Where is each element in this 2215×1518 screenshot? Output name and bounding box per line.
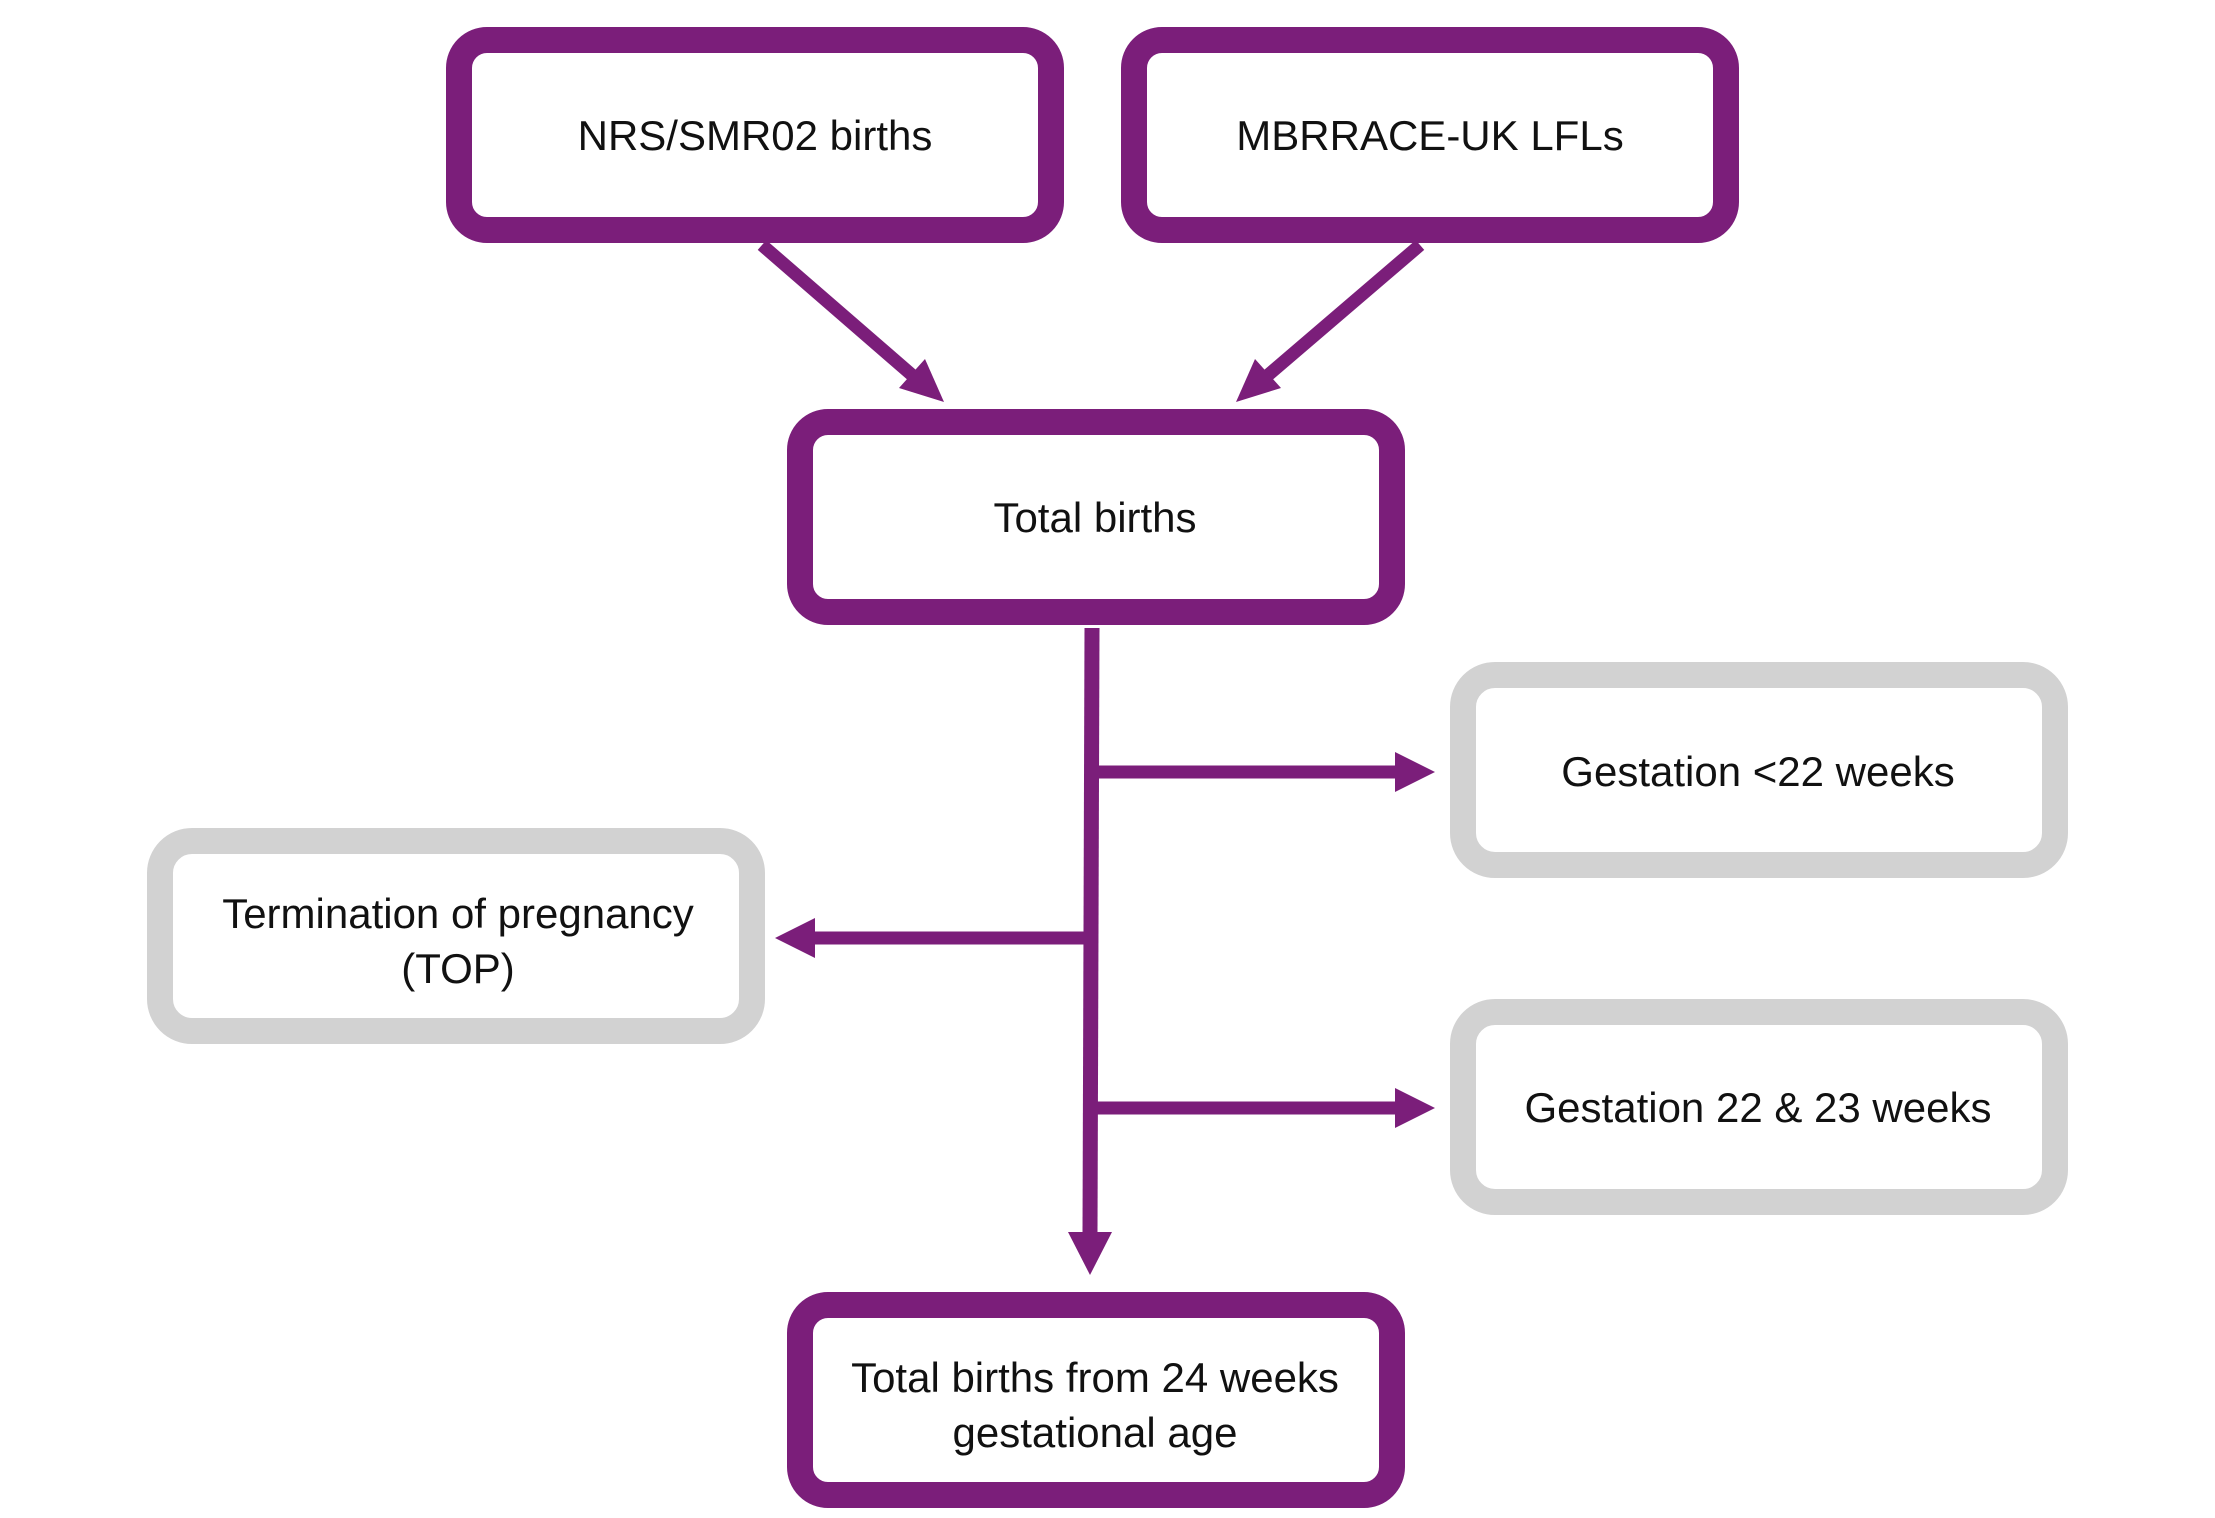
node-termination-label-line2: (TOP) [401, 945, 515, 992]
node-gestation-22-23-label: Gestation 22 & 23 weeks [1525, 1084, 1992, 1131]
arrowhead-termination [775, 918, 815, 958]
node-termination: Termination of pregnancy (TOP) [147, 828, 765, 1044]
connectors [757, 240, 1435, 1275]
node-total-births-label: Total births [993, 494, 1196, 541]
node-nrs-births: NRS/SMR02 births [446, 27, 1064, 243]
trunk-line [1082, 627, 1100, 1233]
node-mbrrace-lfls-box [1121, 27, 1739, 243]
node-nrs-births-label: NRS/SMR02 births [578, 112, 933, 159]
node-total-births-box [787, 409, 1405, 625]
arrowhead-nrs-to-total [899, 359, 944, 402]
node-gestation-under-22-box [1450, 662, 2068, 878]
node-births-from-24: Total births from 24 weeks gestational a… [787, 1292, 1405, 1508]
arrow-nrs-to-total [757, 240, 925, 387]
node-gestation-under-22: Gestation <22 weeks [1450, 662, 2068, 878]
node-gestation-under-22-label: Gestation <22 weeks [1561, 748, 1954, 795]
node-nrs-births-box [446, 27, 1064, 243]
node-births-from-24-label-line1: Total births from 24 weeks [851, 1354, 1339, 1401]
node-termination-label-line1: Termination of pregnancy [222, 890, 694, 937]
arrow-mbrrace-to-total [1255, 240, 1425, 387]
node-gestation-22-23-box [1450, 999, 2068, 1215]
arrowhead-mbrrace-to-total [1236, 359, 1281, 402]
node-births-from-24-label-line2: gestational age [953, 1409, 1238, 1456]
node-gestation-22-23: Gestation 22 & 23 weeks [1450, 999, 2068, 1215]
arrowhead-gestation-22-23 [1395, 1088, 1435, 1128]
node-total-births: Total births [787, 409, 1405, 625]
node-mbrrace-lfls-label: MBRRACE-UK LFLs [1236, 112, 1623, 159]
arrowhead-to-final [1068, 1232, 1112, 1275]
node-births-from-24-box [787, 1292, 1405, 1508]
node-termination-box [147, 828, 765, 1044]
node-mbrrace-lfls: MBRRACE-UK LFLs [1121, 27, 1739, 243]
arrowhead-gestation-under-22 [1395, 752, 1435, 792]
